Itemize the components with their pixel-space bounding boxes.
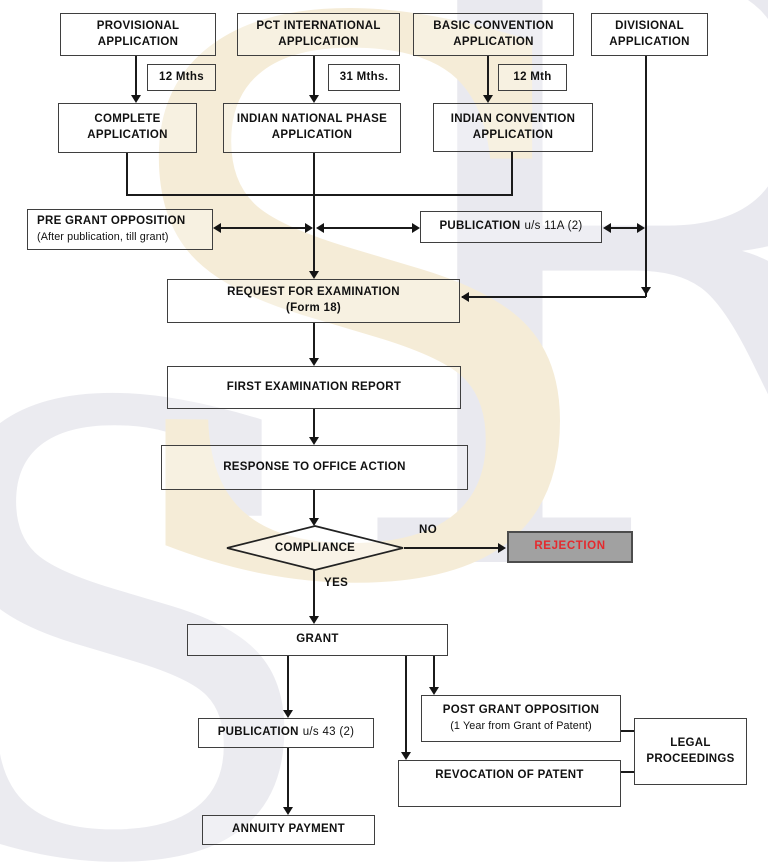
edge-pregrant-mainline <box>219 227 309 229</box>
connector-line-main <box>313 153 315 273</box>
arrowhead-icon <box>283 710 293 718</box>
arrowhead-icon <box>309 616 319 624</box>
arrowhead-icon <box>309 518 319 526</box>
arrowhead-icon <box>641 287 651 295</box>
node-indian-national-phase-application: INDIAN NATIONAL PHASE APPLICATION <box>223 103 401 153</box>
node-complete-application: COMPLETE APPLICATION <box>58 103 197 153</box>
node-publication-us-11a: PUBLICATION u/s 11A (2) <box>420 211 602 243</box>
connector-line <box>405 656 407 753</box>
arrowhead-icon <box>131 95 141 103</box>
arrowhead-icon <box>461 292 469 302</box>
label-yes: YES <box>324 577 349 589</box>
compliance-diamond <box>226 525 404 571</box>
compliance-label: COMPLIANCE <box>274 542 356 554</box>
node-rejection: REJECTION <box>507 531 633 563</box>
arrowhead-icon <box>401 752 411 760</box>
label-12-month: 12 Mth <box>498 64 567 91</box>
node-publication-us-43: PUBLICATION u/s 43 (2) <box>198 718 374 748</box>
arrowhead-icon <box>603 223 611 233</box>
connector-line <box>621 730 634 732</box>
arrowhead-icon <box>412 223 420 233</box>
node-response-to-office-action: RESPONSE TO OFFICE ACTION <box>161 445 468 490</box>
connector-line <box>487 56 489 95</box>
connector-line <box>621 771 634 773</box>
connector-line <box>462 296 646 298</box>
node-post-grant-opposition: POST GRANT OPPOSITION (1 Year from Grant… <box>421 695 621 742</box>
node-divisional-application: DIVISIONAL APPLICATION <box>591 13 708 56</box>
connector-line <box>287 656 289 711</box>
arrowhead-icon <box>305 223 313 233</box>
node-pct-international-application: PCT INTERNATIONAL APPLICATION <box>237 13 400 56</box>
connector-line <box>313 490 315 519</box>
arrowhead-icon <box>309 271 319 279</box>
connector-line <box>433 656 435 688</box>
node-pre-grant-opposition: PRE GRANT OPPOSITION (After publication,… <box>27 209 213 250</box>
node-legal-proceedings: LEGAL PROCEEDINGS <box>634 718 747 785</box>
arrowhead-icon <box>637 223 645 233</box>
node-first-examination-report: FIRST EXAMINATION REPORT <box>167 366 461 409</box>
label-12-months: 12 Mths <box>147 64 216 91</box>
arrowhead-icon <box>213 223 221 233</box>
edge-publication11a-divisional <box>609 227 640 229</box>
node-provisional-application: PROVISIONAL APPLICATION <box>60 13 216 56</box>
arrowhead-icon <box>316 223 324 233</box>
node-revocation-of-patent: REVOCATION OF PATENT <box>398 760 621 807</box>
connector-line <box>126 194 513 196</box>
arrowhead-icon <box>309 358 319 366</box>
label-no: NO <box>419 524 438 536</box>
arrowhead-icon <box>483 95 493 103</box>
watermark-letter-s-gray: S <box>0 279 330 865</box>
connector-line <box>287 748 289 808</box>
node-request-for-examination: REQUEST FOR EXAMINATION (Form 18) <box>167 279 460 323</box>
edge-mainline-publication11a <box>322 227 414 229</box>
connector-line <box>126 153 128 196</box>
arrowhead-icon <box>429 687 439 695</box>
connector-line <box>313 323 315 359</box>
label-31-months: 31 Mths. <box>328 64 400 91</box>
connector-line-divisional <box>645 56 647 297</box>
node-indian-convention-application: INDIAN CONVENTION APPLICATION <box>433 103 593 152</box>
connector-line <box>135 56 137 95</box>
edge-compliance-no <box>404 547 499 549</box>
arrowhead-icon <box>283 807 293 815</box>
arrowhead-icon <box>498 543 506 553</box>
node-basic-convention-application: BASIC CONVENTION APPLICATION <box>413 13 574 56</box>
arrowhead-icon <box>309 437 319 445</box>
connector-line <box>313 409 315 438</box>
arrowhead-icon <box>309 95 319 103</box>
connector-line <box>511 152 513 196</box>
connector-line <box>313 56 315 95</box>
node-grant: GRANT <box>187 624 448 656</box>
node-annuity-payment: ANNUITY PAYMENT <box>202 815 375 845</box>
edge-compliance-yes <box>313 570 315 617</box>
